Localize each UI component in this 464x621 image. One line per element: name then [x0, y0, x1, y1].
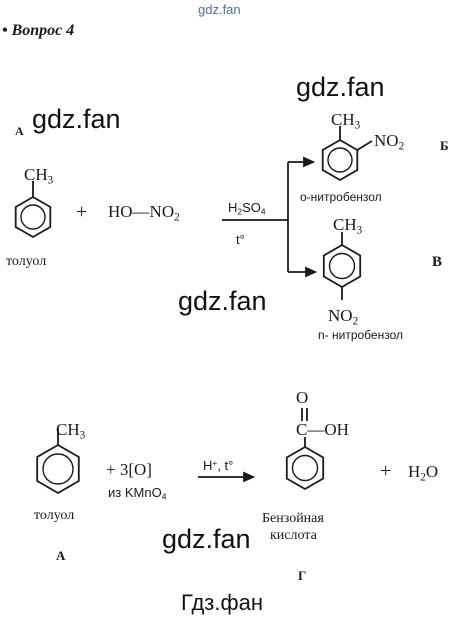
label-g: Г — [298, 568, 307, 583]
benzoic-acid-name-2: кислота — [270, 528, 317, 543]
nitric-acid: HO—NO2 — [108, 202, 180, 224]
methyl-group-2: CH3 — [56, 420, 86, 442]
para-nitrobenzene-name: n- нитробензол — [318, 328, 403, 342]
para-ring — [322, 232, 362, 300]
label-b: Б — [440, 138, 449, 153]
plus-sign-2: + — [380, 460, 392, 482]
ortho-methyl: CH3 — [331, 110, 361, 132]
carboxyl-group: C—OH — [296, 420, 349, 439]
oxidant-source: из KMnO4 — [108, 485, 167, 502]
para-nitro: NO2 — [328, 306, 359, 328]
watermark: gdz.fan — [162, 524, 251, 554]
ortho-nitro: NO2 — [374, 131, 405, 153]
watermark-bottom: Гдз.фан — [181, 590, 263, 615]
question-title: • Вопрос 4 — [2, 22, 75, 39]
methyl-group-1: CH3 — [24, 165, 54, 187]
watermark: gdz.fan — [32, 104, 121, 134]
toluene-label-2: толуол — [34, 508, 75, 523]
oxidant: + 3[O] — [106, 460, 152, 479]
ortho-nitrobenzene-name: о-нитробензол — [300, 190, 382, 204]
watermark: gdz.fan — [296, 72, 385, 102]
label-a-1: А — [15, 124, 24, 138]
carbonyl-oxygen: O — [296, 388, 309, 407]
toluene-ring-1 — [14, 181, 52, 239]
para-methyl: CH3 — [333, 215, 363, 237]
label-a-2: А — [56, 548, 66, 563]
ortho-ring — [321, 126, 373, 182]
catalyst-sulfuric-acid: H2SO4 — [228, 200, 266, 217]
condition-2: H+, t° — [203, 457, 234, 473]
watermark: gdz.fan — [178, 286, 267, 316]
plus-sign: + — [76, 201, 88, 223]
label-v: В — [432, 254, 443, 270]
benzoic-acid-name-1: Бензойная — [262, 511, 324, 526]
benzoic-acid-ring — [285, 408, 325, 491]
water: H2O — [408, 462, 439, 484]
condition-temperature: t° — [236, 232, 245, 247]
reaction1-arrows — [222, 156, 318, 278]
toluene-label-1: толуол — [6, 254, 47, 269]
reaction2-arrow — [198, 471, 256, 483]
watermark-top: gdz.fan — [198, 2, 241, 17]
toluene-ring-2 — [36, 428, 80, 495]
